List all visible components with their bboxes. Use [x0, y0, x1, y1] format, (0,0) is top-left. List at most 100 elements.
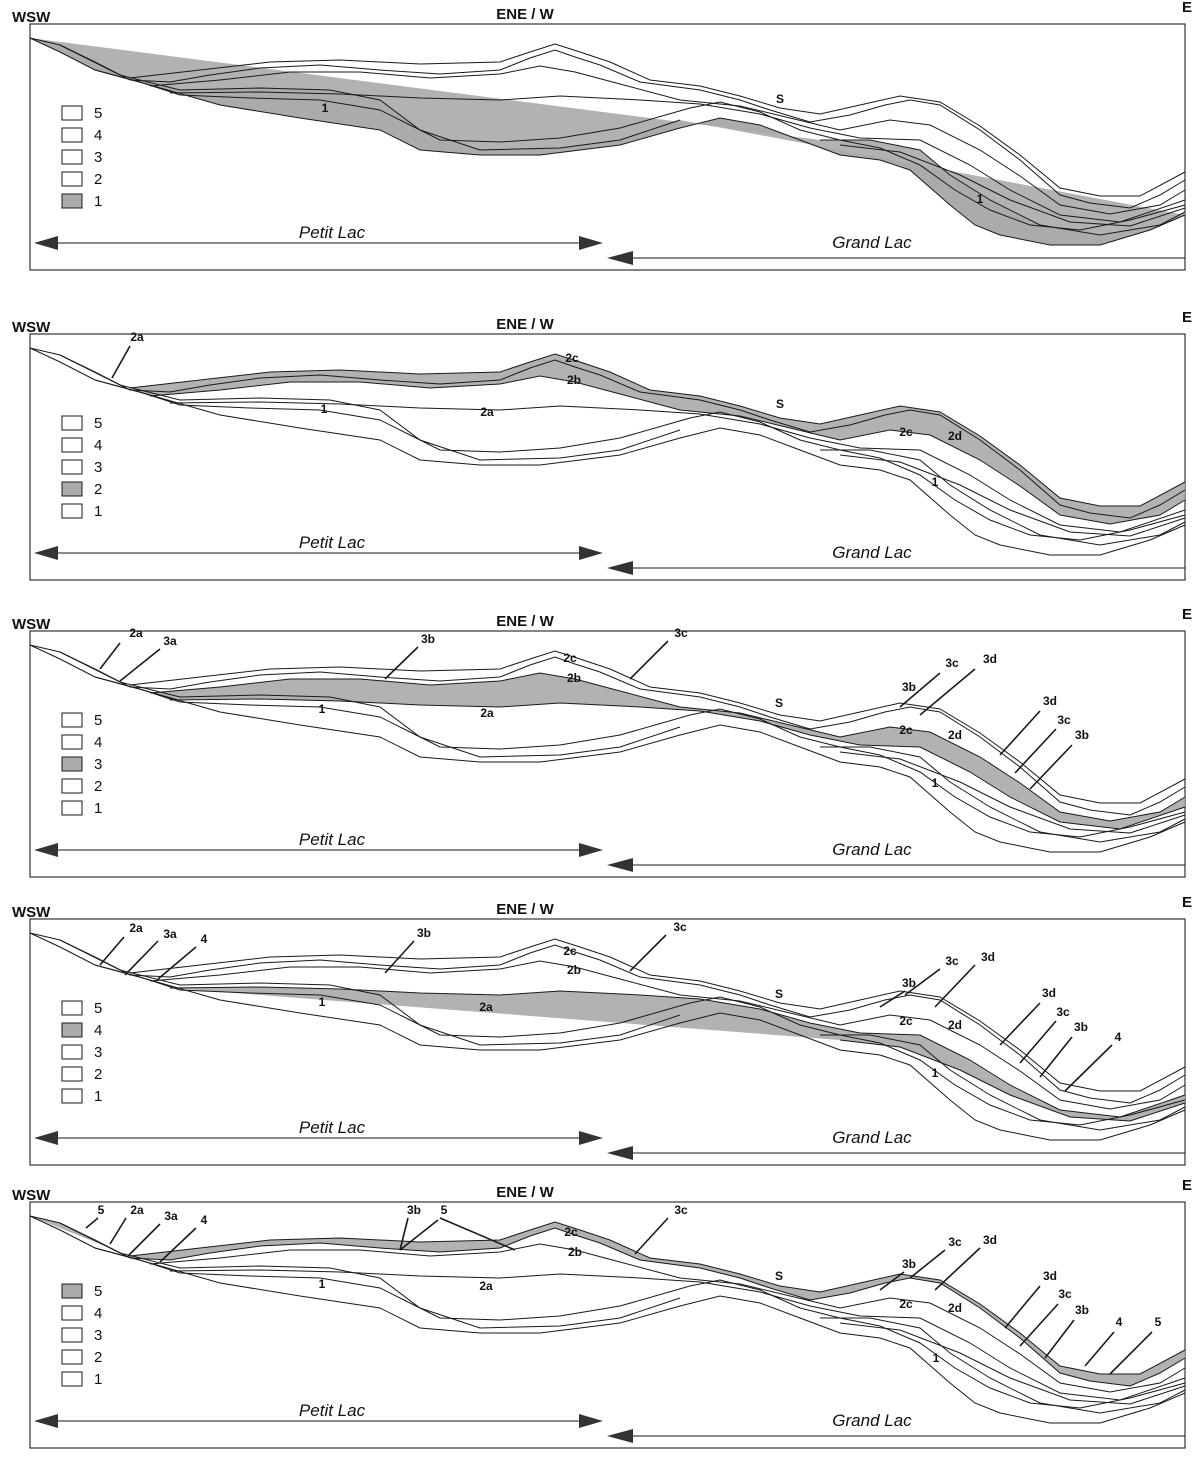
legend-label: 5 — [94, 105, 102, 122]
label-leader-line — [1084, 1331, 1115, 1367]
stratigraphic-boundary-line — [59, 651, 681, 758]
orientation-e: E — [1182, 309, 1192, 326]
arrowhead-left-icon — [34, 843, 58, 857]
legend-swatch — [61, 800, 83, 816]
legend-swatch — [61, 1371, 83, 1387]
unit-label: 3b — [1074, 1020, 1088, 1034]
label-leader-line — [157, 946, 197, 980]
unit-label: 3b — [1075, 1303, 1089, 1317]
unit-label: 3c — [674, 1203, 688, 1217]
stratigraphic-boundary-line — [59, 939, 681, 1046]
legend-label: 1 — [94, 193, 102, 210]
unit-label: 2d — [948, 1301, 962, 1315]
unit-label: 2c — [564, 1225, 578, 1239]
stratigraphic-boundary-line — [149, 65, 1186, 215]
unit-label: 5 — [98, 1203, 105, 1217]
arrowhead-left-icon — [34, 1414, 58, 1428]
legend-swatch — [61, 1283, 83, 1299]
stratigraphic-boundary-line — [94, 964, 1186, 1126]
unit-label: S — [775, 987, 783, 1001]
grand-lac-label: Grand Lac — [832, 840, 912, 859]
arrowhead-left-icon — [607, 1146, 633, 1160]
label-leader-line — [1014, 728, 1057, 774]
orientation-wsw: WSW — [12, 319, 51, 336]
unit-label: 1 — [932, 1066, 939, 1080]
arrowhead-left-icon — [34, 546, 58, 560]
label-leader-line — [384, 646, 419, 680]
orientation-wsw: WSW — [12, 616, 51, 633]
stratigraphic-boundary-line — [820, 1034, 1186, 1131]
legend-swatch — [61, 105, 83, 121]
label-leader-line — [384, 940, 415, 974]
stratigraphic-boundary-line — [839, 144, 1186, 227]
label-leader-line — [159, 1227, 197, 1263]
unit-label: 2b — [567, 373, 581, 387]
legend-label: 5 — [94, 1283, 102, 1300]
unit-label: 3b — [902, 680, 916, 694]
label-leader-line — [111, 345, 131, 379]
legend-label: 2 — [94, 171, 102, 188]
stratigraphic-boundary-line — [29, 1215, 1186, 1387]
stratigraphic-boundary-line — [149, 1243, 1186, 1393]
arrowhead-right-icon — [579, 1414, 603, 1428]
stratigraphic-boundary-line — [129, 650, 1186, 804]
section-frame — [29, 630, 1186, 878]
legend-swatch — [61, 712, 83, 728]
legend-label: 3 — [94, 1327, 102, 1344]
label-leader-line — [919, 668, 976, 716]
stratigraphic-boundary-line — [29, 644, 1186, 853]
unit-label: 3b — [902, 976, 916, 990]
legend-label: 4 — [94, 127, 102, 144]
legend-swatch — [61, 1000, 83, 1016]
stratigraphic-boundary-line — [839, 1322, 1186, 1405]
stratigraphic-boundary-line — [94, 676, 1186, 838]
label-leader-line — [99, 642, 121, 670]
label-leader-line — [909, 1249, 946, 1279]
orientation-ene-w: ENE / W — [496, 613, 554, 630]
unit-label: 2c — [563, 944, 577, 958]
unit-label: 2c — [565, 351, 579, 365]
unit-label: 2d — [948, 429, 962, 443]
unit-label: 2c — [563, 651, 577, 665]
legend-label: 3 — [94, 756, 102, 773]
legend-label: 1 — [94, 800, 102, 817]
label-leader-line — [1019, 1303, 1059, 1347]
unit-label: 2a — [130, 1203, 144, 1217]
unit-label: 2a — [480, 706, 494, 720]
label-leader-line — [119, 648, 161, 682]
unit-label: S — [775, 696, 783, 710]
legend-label: 4 — [94, 1305, 102, 1322]
unit-label: 3c — [1057, 713, 1071, 727]
unit-label: 5 — [1155, 1315, 1162, 1329]
label-leader-line — [1029, 744, 1073, 790]
legend-label: 1 — [94, 1371, 102, 1388]
section-frame — [29, 333, 1186, 581]
label-leader-line — [109, 1217, 127, 1245]
orientation-wsw: WSW — [12, 904, 51, 921]
legend-label: 2 — [94, 1066, 102, 1083]
unit-label: 3d — [983, 1233, 997, 1247]
label-leader-line — [399, 1219, 439, 1251]
unit-label: 2b — [568, 1245, 582, 1259]
label-leader-line — [1019, 1020, 1057, 1064]
label-leader-line — [899, 672, 941, 708]
unit-label: 2a — [479, 1279, 493, 1293]
arrowhead-left-icon — [607, 251, 633, 265]
label-leader-line — [999, 1002, 1041, 1046]
legend-swatch — [61, 437, 83, 453]
unit-label: 5 — [441, 1203, 448, 1217]
legend-swatch — [61, 415, 83, 431]
grand-lac-label: Grand Lac — [832, 1411, 912, 1430]
label-leader-line — [634, 1217, 669, 1255]
stratigraphic-boundary-line — [94, 69, 1186, 231]
stratigraphic-boundary-line — [820, 1317, 1186, 1414]
